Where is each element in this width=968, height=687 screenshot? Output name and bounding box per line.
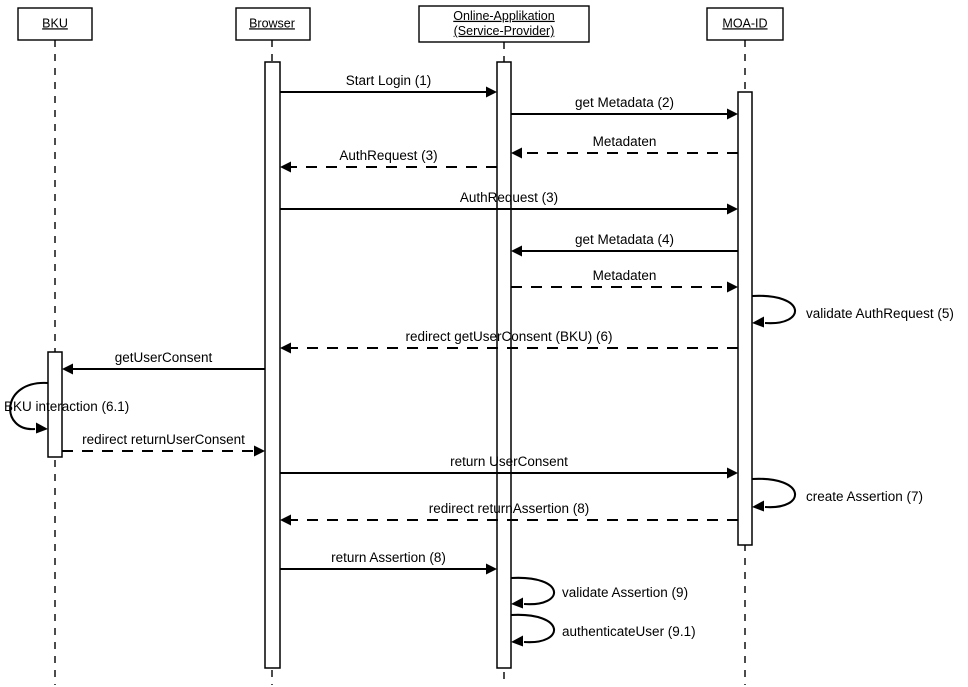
arrowhead-icon [752, 316, 764, 328]
message-label: return Assertion (8) [331, 550, 446, 565]
message-label: redirect returnAssertion (8) [429, 501, 590, 516]
lifeline-head-label: MOA-ID [722, 16, 767, 30]
message-7[interactable]: Metadaten [511, 268, 738, 293]
arrowhead-icon [486, 563, 497, 575]
lifeline-head-sp[interactable]: Online-Applikation(Service-Provider) [418, 5, 590, 43]
self-call-18[interactable]: authenticateUser (9.1) [510, 613, 696, 647]
messages-layer: Start Login (1) get Metadata (2) Metadaten… [62, 73, 738, 575]
arrowhead-icon [280, 161, 291, 173]
lifeline-head-label: Online-Applikation [453, 9, 554, 23]
message-2[interactable]: get Metadata (2) [511, 95, 738, 120]
self-call-loop [751, 477, 796, 509]
self-call-loop [510, 613, 555, 644]
activation-bar-bku [47, 351, 63, 458]
arrowhead-icon [486, 86, 497, 98]
arrowhead-icon [511, 245, 522, 257]
message-6[interactable]: get Metadata (4) [511, 232, 738, 257]
arrowhead-icon [727, 108, 738, 120]
activation-bar-moaid [737, 91, 753, 546]
message-label: get Metadata (2) [575, 95, 674, 110]
self-call-loop [510, 576, 555, 606]
message-label: AuthRequest (3) [460, 190, 558, 205]
self-call-15[interactable]: BKU interaction (6.1) [4, 381, 129, 434]
message-label: AuthRequest (3) [339, 148, 437, 163]
message-3[interactable]: Metadaten [511, 134, 738, 159]
message-label: redirect getUserConsent (BKU) (6) [405, 329, 612, 344]
self-call-label: create Assertion (7) [806, 489, 923, 504]
lifeline-head-box [235, 7, 311, 41]
arrowhead-icon [727, 281, 738, 293]
arrowhead-icon [36, 422, 48, 434]
arrowhead-icon [727, 203, 738, 215]
lifeline-head-box [706, 7, 784, 41]
self-call-17[interactable]: validate Assertion (9) [510, 576, 688, 609]
lifeline-head-box [17, 7, 93, 41]
message-label: get Metadata (4) [575, 232, 674, 247]
lifeline-head-browser[interactable]: Browser [235, 7, 311, 41]
lifeline-head-label: BKU [42, 16, 68, 30]
message-label: Metadaten [593, 134, 657, 149]
message-10[interactable]: redirect returnUserConsent [62, 432, 265, 457]
message-12[interactable]: redirect returnAssertion (8) [280, 501, 738, 526]
lifeline-head-moaid[interactable]: MOA-ID [706, 7, 784, 41]
arrowhead-icon [511, 147, 522, 159]
self-call-label: authenticateUser (9.1) [562, 624, 696, 639]
arrowhead-icon [280, 514, 291, 526]
self-call-14[interactable]: validate AuthRequest (5) [751, 294, 954, 328]
lifeline-head-box [418, 5, 590, 43]
self-call-label: validate Assertion (9) [562, 585, 688, 600]
lifeline-head-label: Browser [249, 16, 295, 30]
arrowhead-icon [62, 363, 73, 375]
message-4[interactable]: AuthRequest (3) [280, 148, 497, 173]
message-1[interactable]: Start Login (1) [280, 73, 497, 98]
message-9[interactable]: getUserConsent [62, 350, 265, 375]
self-calls-layer: validate AuthRequest (5) BKU interaction … [4, 294, 954, 647]
message-5[interactable]: AuthRequest (3) [280, 190, 738, 215]
arrowhead-icon [511, 635, 523, 647]
arrowhead-icon [727, 467, 738, 479]
message-label: Metadaten [593, 268, 657, 283]
arrowhead-icon [752, 500, 764, 512]
activation-bar-browser [264, 61, 281, 669]
arrowhead-icon [254, 445, 265, 457]
message-label: redirect returnUserConsent [82, 432, 245, 447]
self-call-label: BKU interaction (6.1) [4, 399, 129, 414]
message-label: getUserConsent [115, 350, 213, 365]
lifeline-heads-layer: BKU Browser Online-Applikation(Service-Pro… [17, 5, 784, 43]
message-11[interactable]: return UserConsent [280, 454, 738, 479]
self-call-label: validate AuthRequest (5) [806, 306, 954, 321]
activations-layer [47, 61, 753, 669]
message-label: Start Login (1) [346, 73, 432, 88]
self-call-loop [751, 294, 796, 325]
message-8[interactable]: redirect getUserConsent (BKU) (6) [280, 329, 738, 354]
message-13[interactable]: return Assertion (8) [280, 550, 497, 575]
message-label: return UserConsent [450, 454, 568, 469]
lifeline-head-label: (Service-Provider) [454, 24, 555, 38]
arrowhead-icon [511, 597, 523, 609]
lifeline-head-bku[interactable]: BKU [17, 7, 93, 41]
self-call-16[interactable]: create Assertion (7) [751, 477, 923, 512]
activation-bar-sp [496, 61, 512, 669]
self-call-loop [9, 381, 49, 431]
arrowhead-icon [280, 342, 291, 354]
